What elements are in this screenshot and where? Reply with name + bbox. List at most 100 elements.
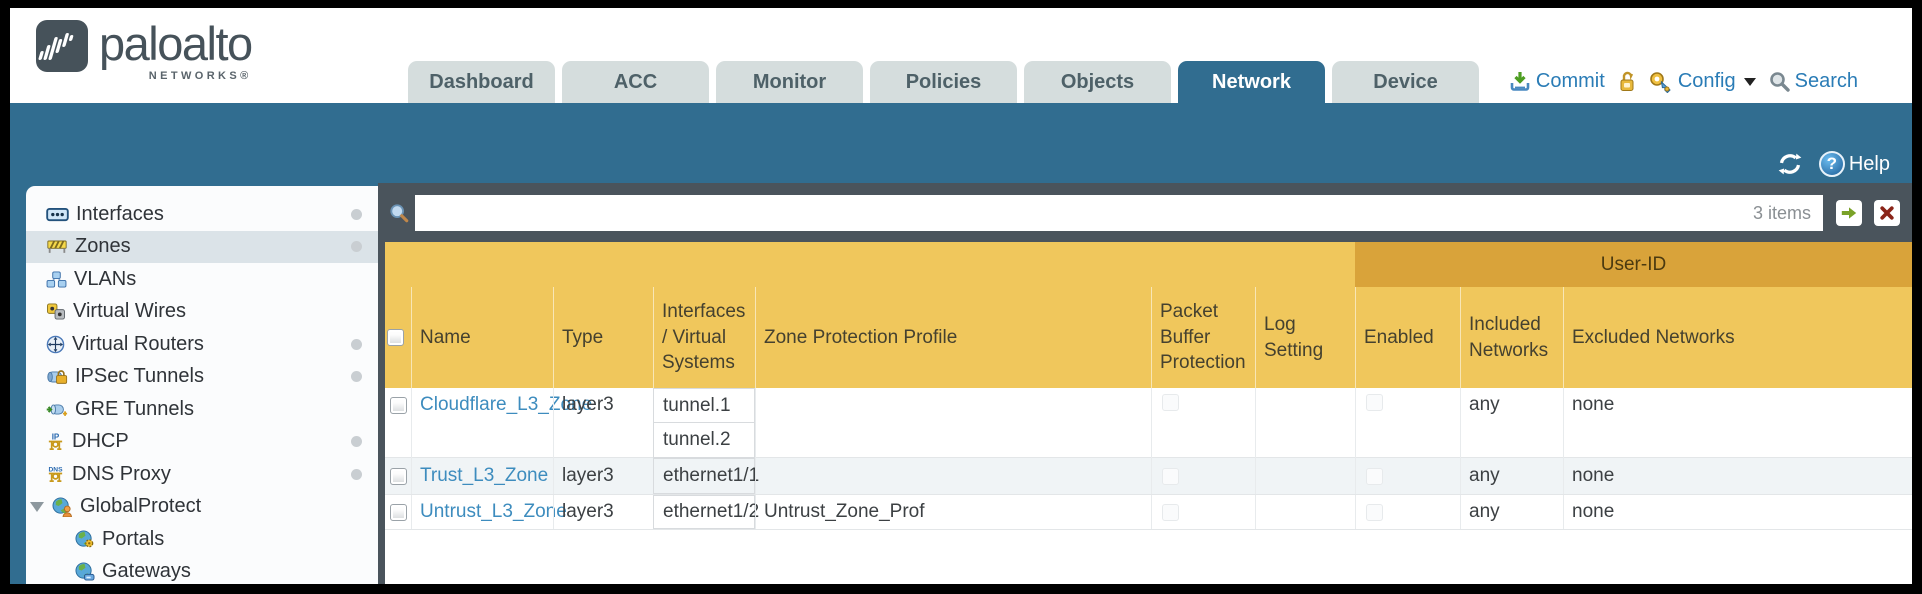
config-lock-icon[interactable] [1618,71,1636,92]
sidebar-item-zones[interactable]: Zones [26,230,378,263]
sidebar-item-dns-proxy[interactable]: DNS DNS Proxy [26,458,378,491]
column-header-interfaces[interactable]: Interfaces / Virtual Systems [653,287,755,388]
packet-buffer-protection-cell [1151,388,1255,458]
refresh-icon[interactable] [1778,152,1802,176]
help-label: Help [1848,152,1890,175]
status-dot [351,338,362,350]
zone-type-cell: layer3 [553,458,653,494]
zone-name-link[interactable]: Cloudflare_L3_Zone [420,394,593,415]
column-header-log-setting[interactable]: Log Setting [1255,287,1355,388]
caret-down-icon [1743,77,1756,86]
sidebar-item-label: VLANs [74,267,137,290]
clear-filter-button[interactable] [1874,199,1900,226]
column-header-excluded-networks[interactable]: Excluded Networks [1563,287,1912,388]
globalprotect-icon [52,497,73,517]
zone-row-trust: Trust_L3_Zone layer3 ethernet1/1 any non… [385,458,1912,495]
log-setting-cell [1255,495,1355,529]
vlans-icon [46,271,67,288]
sidebar-item-ipsec-tunnels[interactable]: IPSec Tunnels [26,361,378,394]
log-setting-cell [1255,458,1355,494]
apply-filter-button[interactable] [1836,199,1862,226]
zone-row-untrust: Untrust_L3_Zone layer3 ethernet1/2 Untru… [385,495,1912,530]
top-header: paloalto NETWORKS® Dashboard ACC Monitor… [10,8,1912,103]
select-all-checkbox[interactable] [386,329,404,346]
user-id-enabled-checkbox[interactable] [1366,467,1383,485]
tab-objects[interactable]: Objects [1024,61,1171,103]
interface-item: ethernet1/2 [653,495,759,529]
expander-triangle-icon[interactable] [30,501,44,512]
sidebar-item-virtual-wires[interactable]: Virtual Wires [26,296,378,329]
virtual-routers-icon [46,335,65,354]
sidebar-item-label: GRE Tunnels [75,397,194,420]
status-dot [351,436,362,448]
row-checkbox[interactable] [389,397,407,414]
tab-device[interactable]: Device [1332,61,1479,103]
sidebar-item-vlans[interactable]: VLANs [26,263,378,296]
column-header-enabled[interactable]: Enabled [1355,287,1460,388]
main-tabs: Dashboard ACC Monitor Policies Objects N… [408,61,1479,103]
tab-dashboard[interactable]: Dashboard [408,61,555,103]
sidebar-item-gre-tunnels[interactable]: GRE Tunnels [26,393,378,426]
tab-policies[interactable]: Policies [870,61,1017,103]
zones-table-header: User-ID Name Type Interfaces / Virtual S… [385,242,1912,388]
packet-buffer-checkbox[interactable] [1162,394,1179,411]
excluded-networks-cell: none [1563,388,1912,458]
sidebar-item-interfaces[interactable]: Interfaces [26,198,378,231]
column-header-type[interactable]: Type [553,287,653,388]
included-networks-cell: any [1460,458,1563,494]
zone-row-cloudflare: Cloudflare_L3_Zone layer3 tunnel.1 tunne… [385,388,1912,458]
row-checkbox[interactable] [389,503,407,521]
header-utilities: Commit Config [1509,70,1858,93]
column-header-zone-protection-profile[interactable]: Zone Protection Profile [755,287,1151,388]
items-count: 3 items [1752,202,1811,223]
help-button[interactable]: ? Help [1818,151,1890,177]
sidebar-item-label: Interfaces [76,202,164,225]
packet-buffer-protection-cell [1151,458,1255,494]
tab-monitor[interactable]: Monitor [716,61,863,103]
global-search-button[interactable]: Search [1769,70,1858,93]
zones-panel: 3 items User-ID [385,183,1912,584]
logo-networks-label: NETWORKS® [148,70,252,82]
interfaces-icon [46,207,69,221]
interface-item: tunnel.1 [653,388,755,423]
paloalto-logo: paloalto NETWORKS® [36,17,253,82]
red-x-icon [1880,205,1894,220]
user-id-enabled-checkbox[interactable] [1366,394,1383,411]
user-id-enabled-cell [1355,388,1460,458]
zone-name-link[interactable]: Untrust_L3_Zone [420,501,567,522]
zone-name-link[interactable]: Trust_L3_Zone [420,465,549,486]
sidebar-item-virtual-routers[interactable]: Virtual Routers [26,328,378,361]
column-header-included-networks[interactable]: Included Networks [1460,287,1563,388]
config-label: Config [1677,70,1736,92]
packet-buffer-checkbox[interactable] [1162,503,1179,521]
column-header-name[interactable]: Name [411,287,553,388]
sidebar-item-portals[interactable]: Portals [26,523,378,556]
sidebar-item-label: Gateways [102,560,191,583]
config-icon [1650,71,1671,93]
row-checkbox[interactable] [389,467,407,485]
search-icon [1769,72,1790,92]
filter-input[interactable] [415,194,1823,231]
sidebar-item-label: GlobalProtect [80,495,202,518]
sidebar-item-globalprotect[interactable]: GlobalProtect [26,491,378,524]
zone-protection-profile-cell: Untrust_Zone_Prof [755,495,1151,529]
commit-button[interactable]: Commit [1509,70,1605,93]
zone-interfaces-cell: ethernet1/1 [653,458,759,494]
excluded-networks-cell: none [1563,458,1912,494]
logo-wordmark: paloalto [99,17,253,70]
dhcp-icon: IP [48,432,63,450]
user-id-enabled-checkbox[interactable] [1366,503,1383,521]
filter-bar: 3 items [385,183,1912,242]
sidebar-item-label: DHCP [72,430,129,453]
tab-network[interactable]: Network [1178,61,1325,103]
tab-acc[interactable]: ACC [562,61,709,103]
sidebar-item-dhcp[interactable]: IP DHCP [26,426,378,459]
help-icon: ? [1818,151,1845,177]
config-menu-button[interactable]: Config [1649,70,1756,93]
interface-item: ethernet1/1 [653,458,759,494]
sidebar-item-label: IPSec Tunnels [75,365,204,388]
column-header-packet-buffer-protection[interactable]: Packet Buffer Protection [1151,287,1255,388]
sidebar-item-gateways[interactable]: Gateways [26,556,378,585]
zone-protection-profile-cell [755,388,1151,458]
packet-buffer-checkbox[interactable] [1162,467,1179,485]
